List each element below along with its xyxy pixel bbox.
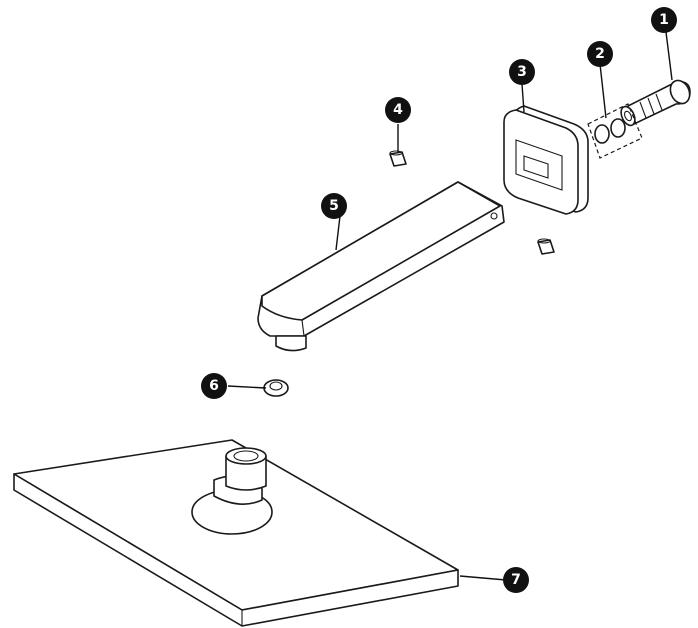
callout-label-4: 4 (393, 102, 403, 118)
callout-7: 7 (503, 567, 529, 593)
leader-line-2 (599, 63, 607, 119)
leader-line-3 (521, 83, 525, 113)
part-1-threaded-connector (620, 79, 691, 127)
callout-3: 3 (509, 59, 535, 85)
callout-1: 1 (651, 7, 677, 33)
callout-2: 2 (587, 41, 613, 67)
leader-line-1 (665, 31, 673, 81)
part-6-nut (263, 379, 289, 397)
leader-line-6 (227, 385, 267, 389)
part-2-washers (587, 103, 643, 159)
callout-label-5: 5 (329, 198, 339, 214)
callout-6: 6 (201, 373, 227, 399)
callout-4: 4 (385, 97, 411, 123)
callout-label-7: 7 (511, 572, 521, 588)
part-4-grub-screw (389, 150, 407, 167)
leader-line-5 (335, 215, 341, 251)
callout-5: 5 (321, 193, 347, 219)
callout-label-1: 1 (659, 12, 669, 28)
callout-label-2: 2 (595, 46, 605, 62)
callout-label-3: 3 (517, 64, 527, 80)
callout-label-6: 6 (209, 378, 219, 394)
flange-set-screw (537, 238, 555, 255)
part-3-wall-flange (503, 105, 589, 215)
part-5-shower-arm (257, 181, 505, 352)
leader-line-7 (459, 575, 507, 581)
part-7-shower-head (13, 439, 459, 627)
